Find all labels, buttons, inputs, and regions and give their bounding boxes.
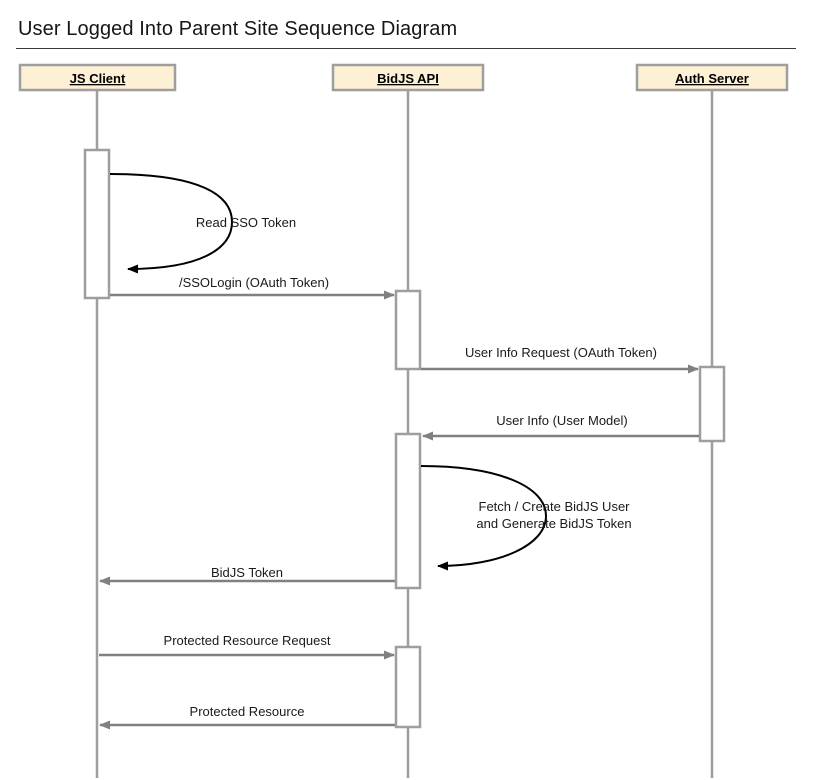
message-user-info-request[interactable]: User Info Request (OAuth Token) [421, 345, 699, 374]
message-read-sso-token[interactable]: Read SSO Token [109, 173, 296, 274]
message-label-protected-resource-response: Protected Resource [190, 704, 305, 719]
message-label-fetch-create-bidjs-user-line2: and Generate BidJS Token [476, 516, 631, 531]
activation-auth-server-1 [698, 365, 726, 443]
participant-label-bidjs-api: BidJS API [377, 71, 439, 86]
participant-bidjs-api[interactable]: BidJS API [331, 63, 485, 92]
participant-label-auth-server: Auth Server [675, 71, 749, 86]
activation-js-client-1 [83, 148, 111, 300]
message-label-bidjs-token: BidJS Token [211, 565, 283, 580]
participant-label-js-client: JS Client [70, 71, 126, 86]
activations-group [83, 148, 726, 729]
message-fetch-create-bidjs-user[interactable]: Fetch / Create BidJS User and Generate B… [420, 465, 632, 571]
page-title: User Logged Into Parent Site Sequence Di… [18, 18, 458, 40]
participant-box-bidjs-api[interactable] [331, 63, 485, 92]
message-label-protected-resource-request: Protected Resource Request [164, 633, 331, 648]
participant-auth-server[interactable]: Auth Server [635, 63, 789, 92]
message-label-user-info-response: User Info (User Model) [496, 413, 627, 428]
message-arrow-fetch-create-bidjs-user [420, 465, 548, 571]
message-label-ssologin: /SSOLogin (OAuth Token) [179, 275, 329, 290]
participant-box-auth-server[interactable] [635, 63, 789, 92]
message-arrow-read-sso-token [109, 173, 234, 274]
title-divider [16, 48, 796, 49]
participant-js-client[interactable]: JS Client [18, 63, 177, 92]
activation-bidjs-api-1 [394, 289, 422, 371]
message-label-read-sso-token: Read SSO Token [196, 215, 296, 230]
message-label-fetch-create-bidjs-user: Fetch / Create BidJS User [479, 499, 631, 514]
message-label-user-info-request: User Info Request (OAuth Token) [465, 345, 657, 360]
message-bidjs-token[interactable]: BidJS Token [99, 565, 395, 586]
message-protected-resource-response[interactable]: Protected Resource [99, 704, 395, 730]
activation-bidjs-api-3 [394, 645, 422, 729]
message-ssologin[interactable]: /SSOLogin (OAuth Token) [110, 275, 395, 300]
participant-box-js-client[interactable] [18, 63, 177, 92]
activation-bidjs-api-2 [394, 432, 422, 590]
message-protected-resource-request[interactable]: Protected Resource Request [99, 633, 395, 660]
message-user-info-response[interactable]: User Info (User Model) [422, 413, 699, 441]
